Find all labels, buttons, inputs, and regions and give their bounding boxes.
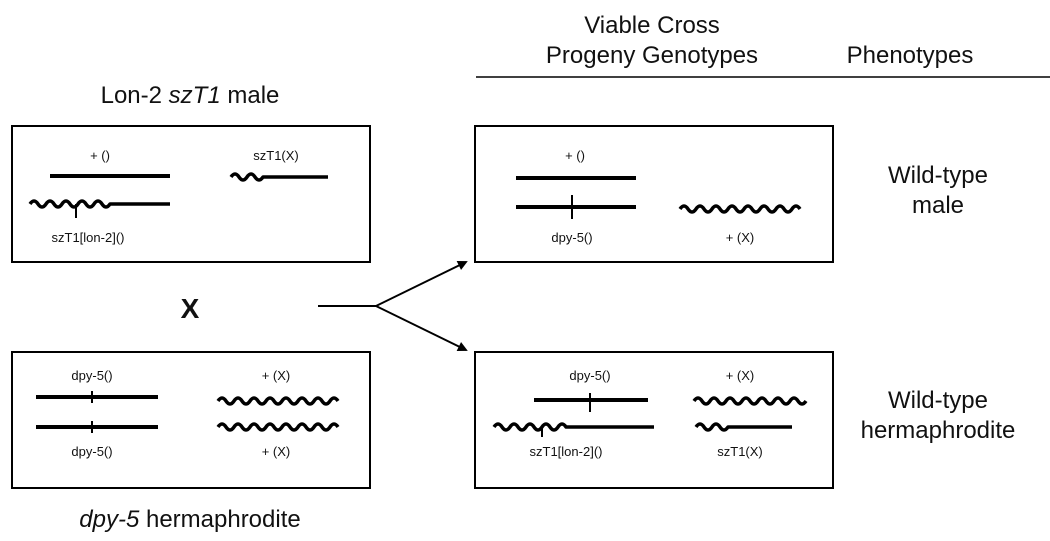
arrow-to-herm-progeny [375,305,468,351]
chromosome-label: dpy-5() [71,368,112,383]
chromosome-label: szT1(X) [253,148,299,163]
chromosome-label: + () [565,148,585,163]
male-parent-title: Lon-2 szT1 male [101,82,280,109]
box-frame [11,351,371,489]
translocation-chromosome [492,422,654,432]
translocation-chromosome [28,199,170,209]
header-viable-line1: Viable Cross [584,12,720,39]
header-viable-line2: Progeny Genotypes [546,42,758,69]
translocation-chromosome [229,172,328,182]
chromosome-label: szT1[lon-2]() [530,444,603,459]
phenotype-male-line2: male [912,192,964,219]
chromosome-label: + (X) [262,444,291,459]
box-frame [474,125,834,263]
male-parent-genotype-box: + () szT1[lon-2]() szT1(X) [11,125,371,263]
progeny-herm-genotype-box: dpy-5() szT1[lon-2]() + (X) szT1(X) [474,351,834,489]
chromosome-label: dpy-5() [71,444,112,459]
chromosome-label: + () [90,148,110,163]
herm-parent-genotype-box: dpy-5() dpy-5() + (X) + (X) [11,351,371,489]
x-chromosome [216,422,340,432]
translocation-chromosome [694,422,792,432]
chromosome-label: + (X) [726,368,755,383]
herm-parent-title: dpy-5 hermaphrodite [79,506,300,533]
chromosome-label: dpy-5() [551,230,592,245]
box-frame [11,125,371,263]
phenotype-herm-line2: hermaphrodite [861,417,1016,444]
chromosome-label: szT1[lon-2]() [52,230,125,245]
phenotype-herm-line1: Wild-type [888,387,988,414]
box-frame [474,351,834,489]
x-chromosome [678,204,802,214]
chromosome-label: + (X) [262,368,291,383]
cross-arrows [318,261,468,351]
phenotype-male-line1: Wild-type [888,162,988,189]
progeny-male-genotype-box: + () dpy-5() + (X) [474,125,834,263]
header-phenotypes: Phenotypes [847,42,974,69]
arrow-to-male-progeny [375,261,468,307]
cross-symbol: X [181,293,200,324]
x-chromosome [216,396,340,406]
chromosome-label: + (X) [726,230,755,245]
chromosome-label: szT1(X) [717,444,763,459]
x-chromosome [692,396,808,406]
chromosome-label: dpy-5() [569,368,610,383]
